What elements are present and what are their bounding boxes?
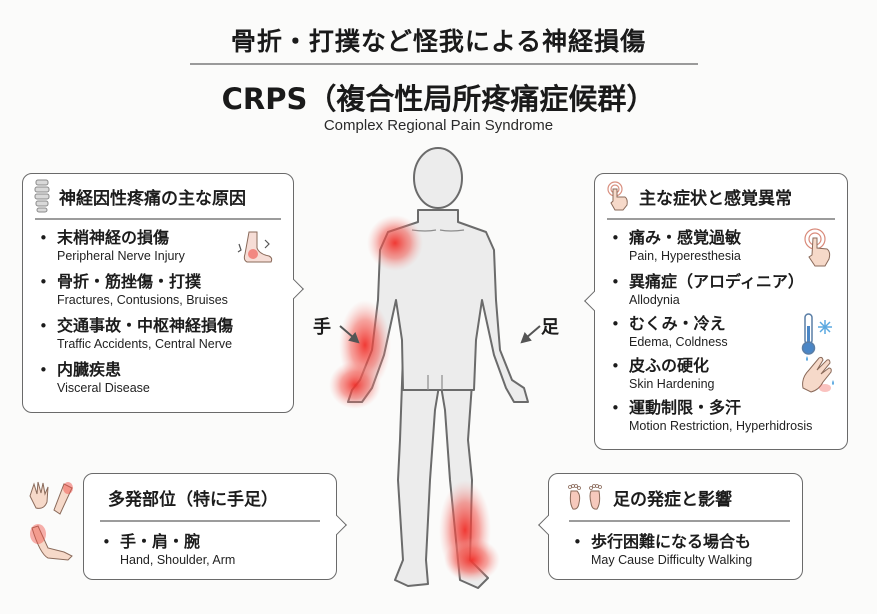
list-item: • 痛み・感覚過敏 Pain, Hyperesthesia bbox=[607, 228, 837, 272]
list-item: • 末梢神経の損傷 Peripheral Nerve Injury bbox=[35, 228, 281, 272]
hand-label: 手 bbox=[313, 317, 331, 338]
sites-callout: 多発部位（特に手足） • 手・肩・腕 Hand, Shoulder, Arm bbox=[83, 473, 347, 580]
hand-arm-icon bbox=[29, 481, 73, 561]
touch-hand-icon bbox=[804, 227, 831, 266]
spine-icon bbox=[34, 179, 50, 213]
foot-label: 足 bbox=[541, 317, 559, 338]
title-divider bbox=[190, 63, 698, 65]
causes-callout: 神経因性疼痛の主な原因 • 末梢神経の損傷 Peripheral Nerve I… bbox=[22, 173, 304, 413]
divider bbox=[607, 218, 835, 220]
list-item: • 手・肩・腕 Hand, Shoulder, Arm bbox=[102, 531, 236, 567]
injured-foot-icon bbox=[237, 231, 273, 262]
feet-callout: 足の発症と影響 • 歩行困難になる場合も May Cause Difficult… bbox=[538, 473, 803, 580]
causes-header: 神経因性疼痛の主な原因 bbox=[23, 174, 293, 218]
footprints-icon bbox=[568, 484, 602, 510]
touch-hand-icon bbox=[607, 181, 628, 211]
divider bbox=[569, 520, 790, 522]
human-body-figure bbox=[329, 147, 541, 589]
list-item: • 交通事故・中枢神経損傷 Traffic Accidents, Central… bbox=[39, 315, 234, 351]
symptoms-callout: 主な症状と感覚異常 • 痛み・感覚過敏 Pain, Hyperesthesia … bbox=[584, 173, 848, 450]
list-item: • 歩行困難になる場合も May Cause Difficulty Walkin… bbox=[573, 531, 753, 567]
sites-header: 多発部位（特に手足） bbox=[84, 474, 336, 520]
crps-title: CRPS（複合性局所疼痛症候群） bbox=[221, 82, 656, 116]
divider bbox=[35, 218, 281, 220]
list-item: • 内臓疾患 Visceral Disease bbox=[39, 359, 150, 395]
symptoms-heading: 主な症状と感覚異常 bbox=[639, 188, 792, 209]
divider bbox=[100, 520, 320, 522]
list-item: • 皮ふの硬化 Skin Hardening bbox=[607, 355, 837, 398]
english-subtitle: Complex Regional Pain Syndrome bbox=[323, 117, 554, 134]
list-item: • 骨折・筋挫傷・打撲 Fractures, Contusions, Bruis… bbox=[39, 271, 228, 307]
main-title: 骨折・打撲など怪我による神経損傷 bbox=[230, 27, 647, 56]
feet-header: 足の発症と影響 bbox=[549, 474, 802, 520]
sweating-hand-icon bbox=[802, 355, 834, 393]
symptoms-header: 主な症状と感覚異常 bbox=[595, 174, 847, 218]
list-item: • むくみ・冷え Edema, Coldness bbox=[607, 312, 837, 356]
thermometer-snowflake-icon bbox=[801, 312, 832, 355]
sites-heading: 多発部位（特に手足） bbox=[108, 489, 278, 510]
list-item: • 運動制限・多汗 Motion Restriction, Hyperhidro… bbox=[611, 397, 813, 433]
feet-heading: 足の発症と影響 bbox=[613, 489, 732, 510]
causes-heading: 神経因性疼痛の主な原因 bbox=[59, 188, 246, 209]
list-item: • 異痛症（アロディニア） Allodynia bbox=[611, 271, 804, 307]
